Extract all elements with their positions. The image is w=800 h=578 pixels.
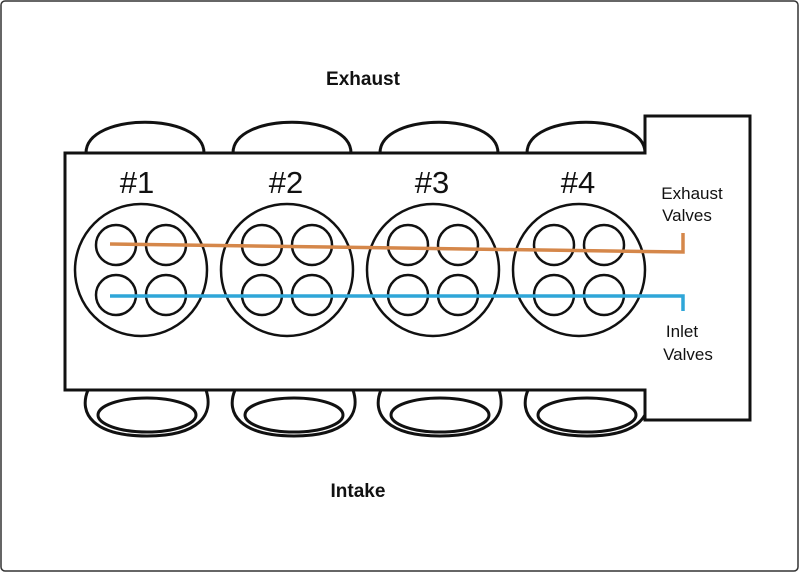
intake-port-4 bbox=[523, 388, 650, 438]
exhaust-valve-line bbox=[109, 233, 685, 254]
exhaust-port-4 bbox=[525, 120, 647, 154]
exhaust-valve bbox=[386, 223, 430, 267]
exhaust-valve bbox=[532, 223, 576, 267]
cylinder-4-label: #4 bbox=[561, 165, 595, 200]
cylinder-4 bbox=[511, 202, 647, 338]
exhaust-port-1 bbox=[84, 120, 206, 154]
inlet-valve-line bbox=[110, 294, 685, 311]
exhaust-valves-label-line2: Valves bbox=[662, 206, 712, 225]
cylinder-1 bbox=[73, 202, 209, 338]
exhaust-port-3 bbox=[378, 120, 500, 154]
cylinder-bore bbox=[365, 202, 501, 338]
intake-port-3 bbox=[376, 388, 503, 438]
cylinder-3-label: #3 bbox=[415, 165, 449, 200]
cylinder-2 bbox=[219, 202, 355, 338]
intake-side-label: Intake bbox=[331, 481, 386, 502]
inlet-valves-label-line1: Inlet bbox=[666, 322, 698, 341]
exhaust-port-2 bbox=[231, 120, 353, 154]
exhaust-side-label: Exhaust bbox=[326, 69, 401, 90]
exhaust-valve bbox=[436, 223, 480, 267]
intake-port-2 bbox=[230, 388, 357, 438]
exhaust-valves-label-line1: Exhaust bbox=[661, 184, 723, 203]
inlet-valves-label-line2: Valves bbox=[663, 345, 713, 364]
cylinder-bore bbox=[73, 202, 209, 338]
cylinder-1-label: #1 bbox=[120, 165, 154, 200]
intake-ports bbox=[83, 388, 650, 438]
cylinder-2-label: #2 bbox=[269, 165, 303, 200]
cylinder-3 bbox=[365, 202, 501, 338]
cylinder-bore bbox=[219, 202, 355, 338]
exhaust-valve bbox=[582, 223, 626, 267]
cylinder-bore bbox=[511, 202, 647, 338]
exhaust-ports bbox=[84, 120, 647, 154]
intake-port-1 bbox=[83, 388, 210, 438]
